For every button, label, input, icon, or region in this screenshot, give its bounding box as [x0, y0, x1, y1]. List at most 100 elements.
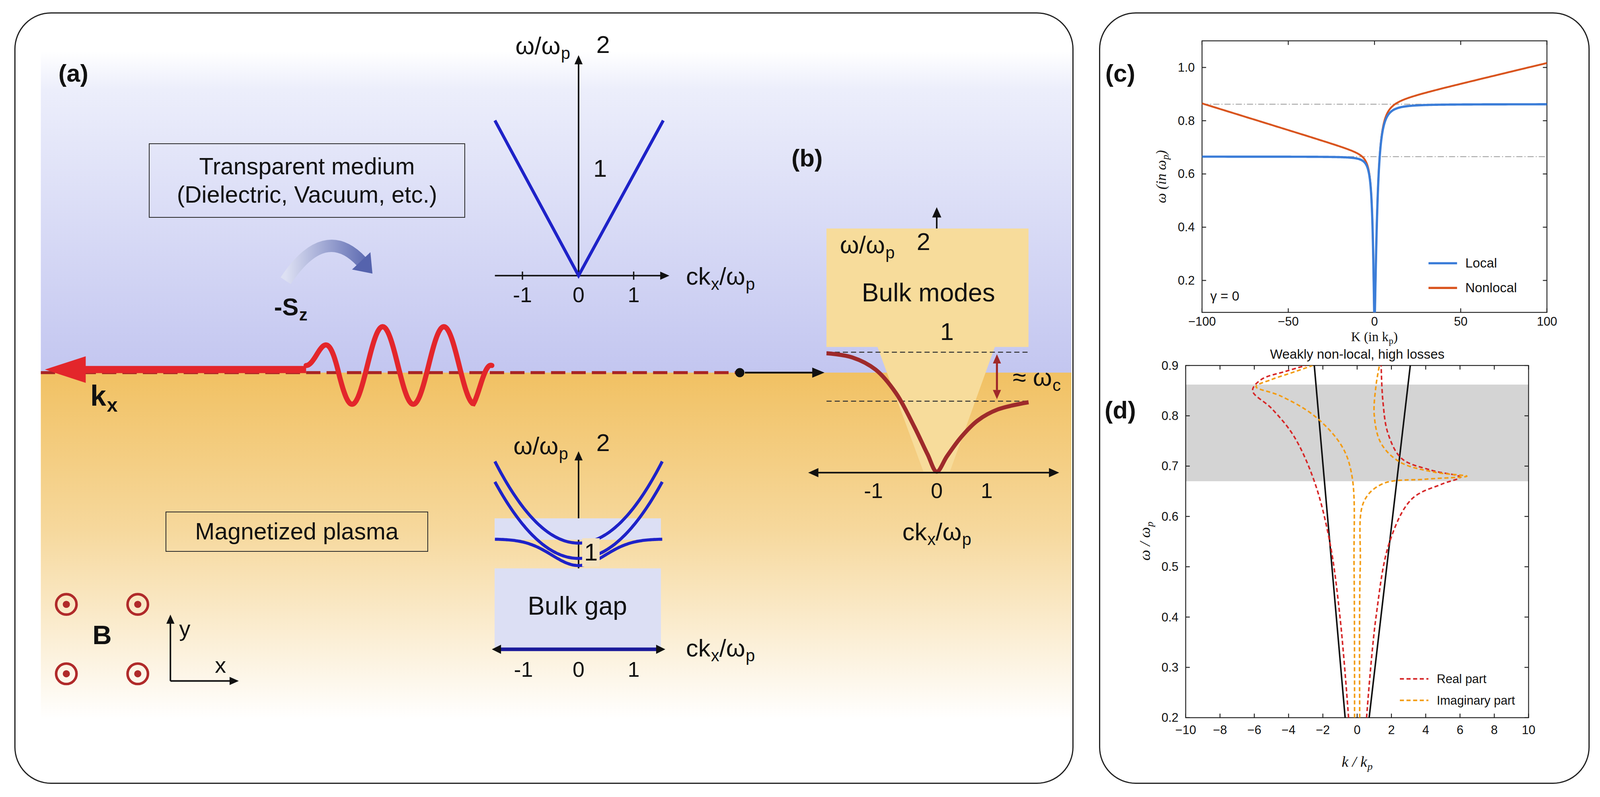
label-group: ckx/ωp: [685, 633, 755, 663]
tick-mark: [1524, 717, 1529, 718]
axis-label: ω (in ω: [1153, 159, 1170, 204]
tick-mark: [1201, 307, 1203, 312]
gap-band: [1185, 384, 1529, 482]
annotation: γ = 0: [1210, 288, 1240, 304]
label-group: −2: [1315, 722, 1330, 737]
tick-mark: [1356, 365, 1358, 370]
label-group: (b): [791, 144, 823, 173]
legend-text: Real part: [1436, 671, 1487, 686]
tick-mark: [1288, 365, 1289, 370]
tick-mark: [1287, 40, 1289, 45]
tick-mark: [1185, 465, 1190, 467]
label-group: ω/ωp: [839, 230, 895, 260]
spin-label: z: [299, 305, 308, 325]
tick-label: 0: [1353, 722, 1361, 737]
tick-mark: [1288, 713, 1289, 718]
field-symbol: [134, 670, 142, 678]
tick-mark: [1356, 713, 1358, 718]
label-group: 0.8: [1161, 408, 1179, 423]
legend-line: [1428, 286, 1458, 289]
arrow-head: [992, 354, 1002, 364]
tick-label: 0.2: [1161, 710, 1179, 725]
label-group: 0: [572, 282, 585, 308]
tick-mark: [1202, 173, 1207, 175]
tick-mark: [1185, 415, 1190, 416]
tick-mark: [1185, 365, 1187, 370]
arrow-head: [574, 450, 583, 460]
axis-line: [170, 680, 231, 682]
legend-line: [1428, 262, 1458, 265]
tick-label: −2: [1315, 722, 1330, 737]
tick-mark: [1219, 713, 1221, 718]
tick-mark: [1546, 307, 1548, 312]
chart-frame: [1185, 365, 1529, 718]
axis-line: [816, 471, 1052, 474]
field-symbol: [62, 670, 71, 678]
tick-label: -1: [514, 656, 534, 682]
tick-label: −4: [1281, 722, 1296, 737]
axis-label: ): [1393, 329, 1398, 345]
tick-mark: [1524, 616, 1529, 618]
nonlocal-curve: [1374, 62, 1547, 312]
label-group: −10: [1175, 722, 1197, 737]
medium-label: Magnetized plasma: [194, 517, 399, 546]
tick-label: 0.8: [1161, 408, 1179, 423]
tick-mark: [1542, 173, 1547, 175]
label-group: 4: [1422, 722, 1429, 737]
axis-label: x: [927, 529, 936, 549]
panel-label: (c): [1105, 59, 1136, 88]
gap-label: c: [1052, 375, 1061, 395]
tick-label: 1: [940, 317, 954, 346]
tick-label: 8: [1490, 722, 1498, 737]
tick-label: 0: [1371, 314, 1378, 329]
axis-label: p: [1143, 521, 1156, 527]
local-curve: [1202, 156, 1375, 313]
tick-label: -1: [512, 282, 533, 308]
tick-mark: [1459, 713, 1461, 718]
imaginary-part-curve: [1359, 365, 1468, 718]
tick-mark: [1202, 66, 1207, 68]
label-group: 0.3: [1161, 660, 1179, 675]
imaginary-part-curve: [1255, 365, 1355, 718]
arrow-head: [656, 644, 666, 654]
label-group: 2: [1387, 722, 1395, 737]
tick-mark: [1542, 226, 1547, 228]
tick-label: 0: [930, 478, 943, 503]
label-group: 0.2: [1161, 710, 1179, 725]
tick-mark: [1493, 713, 1495, 718]
surface-mode-curve: [826, 352, 1029, 472]
label-group: 0: [1371, 314, 1378, 329]
axis-label: p: [1159, 154, 1172, 160]
label-group: -Sz: [274, 292, 308, 322]
label-group: ω (in ωp): [1153, 150, 1170, 203]
label-group: 0.4: [1161, 609, 1179, 624]
bulk-modes-region: Bulk modes: [826, 228, 1029, 472]
label-group: k / kp: [1341, 752, 1373, 770]
light-line: [1314, 365, 1346, 718]
legend-item: Imaginary part: [1399, 693, 1515, 708]
interface-dot: [735, 367, 745, 377]
axis-label: y: [179, 615, 191, 642]
bulk-modes-fill: [826, 228, 1029, 472]
label-group: 0: [930, 478, 943, 503]
gap-band-fill: [494, 568, 661, 649]
arrow-head: [932, 207, 942, 218]
tick-mark: [633, 271, 635, 280]
legend-swatch: [1399, 695, 1429, 705]
label-group: −50: [1278, 314, 1299, 329]
tick-label: 0.5: [1161, 559, 1179, 574]
tick-label: 0.6: [1161, 509, 1179, 524]
tick-mark: [1391, 365, 1392, 370]
arrow-head: [812, 367, 825, 378]
gap-label: ≈ ω: [1012, 363, 1053, 392]
label-group: -1: [863, 478, 883, 503]
label-group: 0.6: [1161, 509, 1179, 524]
label-group: 0.2: [1177, 273, 1195, 288]
legend-line: [1399, 677, 1429, 680]
tick-mark: [1542, 279, 1547, 281]
arrow-head: [166, 614, 175, 624]
arrow-head: [44, 356, 86, 383]
light-cone: [495, 120, 664, 276]
plasma-band-curve: [495, 481, 663, 558]
